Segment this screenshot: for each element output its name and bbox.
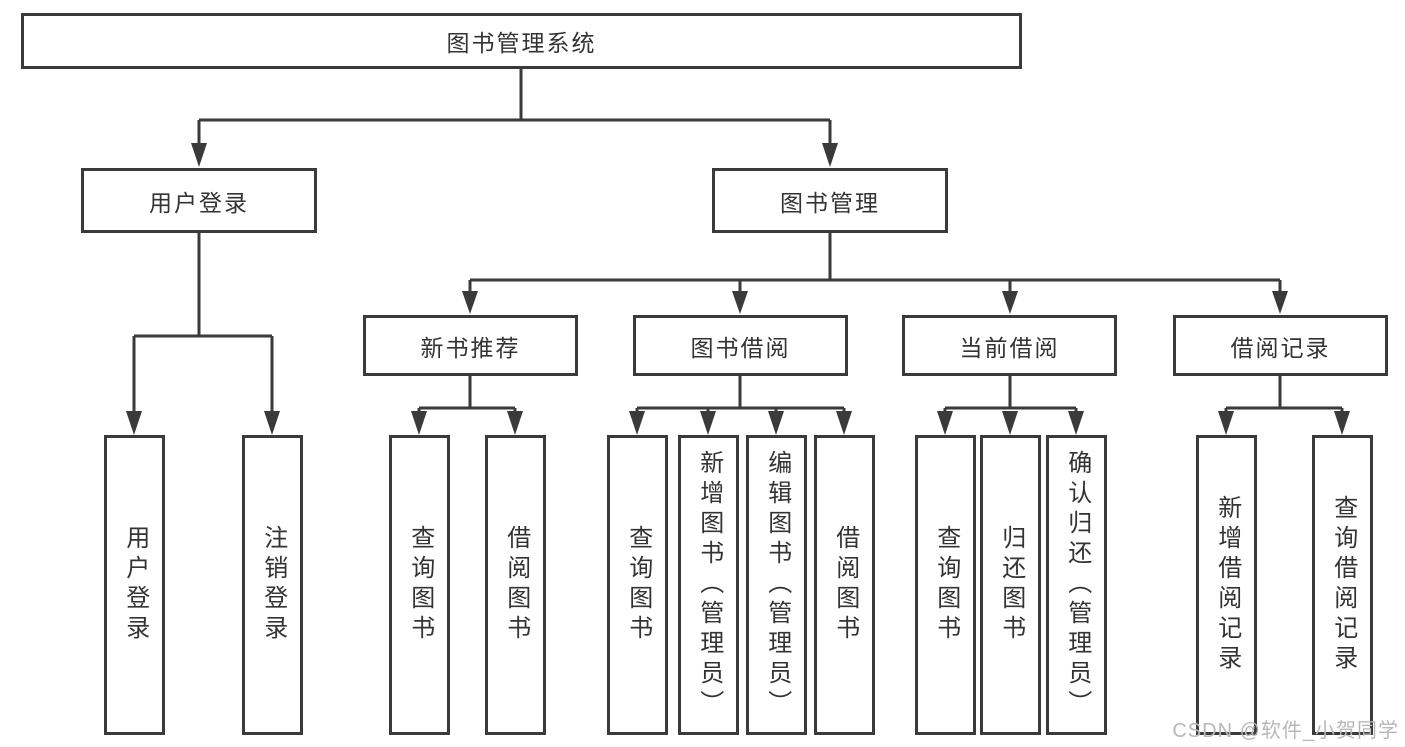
node-book-borrow: 图书借阅 (633, 315, 848, 376)
node-borrow-records: 借阅记录 (1173, 315, 1388, 376)
leaf-user-login: 用户登录 (104, 435, 165, 735)
leaf-edit-book-admin: 编辑图书（管理员） (746, 435, 807, 735)
leaf-query-borrow-record: 查询借阅记录 (1312, 435, 1373, 735)
leaf-return-books: 归还图书 (980, 435, 1041, 735)
leaf-borrow-books-newbooks: 借阅图书 (485, 435, 546, 735)
leaf-confirm-return-admin: 确认归还（管理员） (1046, 435, 1107, 735)
leaf-borrow-books-borrow: 借阅图书 (814, 435, 875, 735)
leaf-add-book-admin: 新增图书（管理员） (678, 435, 739, 735)
node-book-management: 图书管理 (712, 168, 948, 233)
node-new-book-recommend: 新书推荐 (363, 315, 578, 376)
tree-edges (132, 69, 1344, 416)
leaf-add-borrow-record: 新增借阅记录 (1196, 435, 1257, 735)
leaf-query-books-newbooks: 查询图书 (389, 435, 450, 735)
node-user-login: 用户登录 (81, 168, 317, 233)
leaf-query-books-borrow: 查询图书 (607, 435, 668, 735)
leaf-logout: 注销登录 (242, 435, 303, 735)
arrowhead-icons (126, 143, 1350, 435)
leaf-query-books-current: 查询图书 (915, 435, 976, 735)
node-library-management-system: 图书管理系统 (21, 13, 1022, 69)
csdn-watermark: CSDN @软件_小贺同学 (1172, 720, 1399, 742)
node-current-borrow: 当前借阅 (902, 315, 1117, 376)
